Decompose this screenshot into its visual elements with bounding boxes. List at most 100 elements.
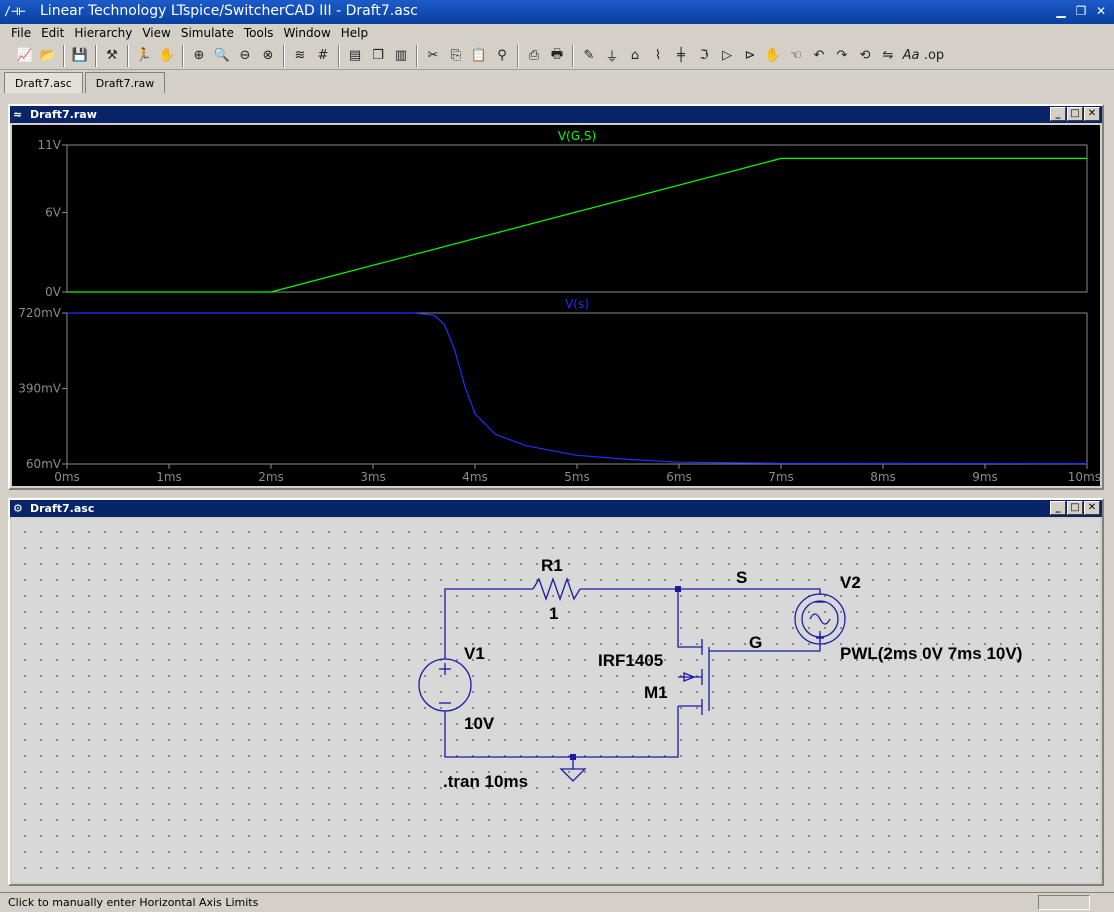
x-tick-label[interactable]: 3ms: [360, 470, 386, 484]
schematic-canvas[interactable]: R1 1 S G V2 PWL(2ms 0V 7ms 10V) V1 10V I…: [12, 519, 1100, 882]
spice-directive[interactable]: .tran 10ms: [443, 772, 528, 791]
label-icon[interactable]: ⌂: [630, 48, 640, 63]
component-icon[interactable]: ⊳: [744, 48, 756, 63]
save-icon[interactable]: 💾: [71, 48, 89, 63]
cut-icon[interactable]: ✂: [427, 48, 439, 63]
x-tick-label[interactable]: 10ms: [1068, 470, 1100, 484]
zoom-in-icon[interactable]: ⊕: [193, 48, 205, 63]
maximize-icon[interactable]: ❐: [1075, 4, 1087, 18]
menu-help[interactable]: Help: [340, 26, 369, 40]
tab-draft7-asc[interactable]: Draft7.asc: [4, 72, 83, 93]
ground-symbol[interactable]: [559, 768, 587, 782]
r1-name-label[interactable]: R1: [541, 556, 563, 575]
paste-icon[interactable]: 📋: [470, 48, 488, 63]
wires[interactable]: [444, 588, 821, 769]
rotate-icon[interactable]: ⟲: [859, 48, 871, 63]
diode-icon[interactable]: ▷: [722, 48, 732, 63]
plot-pane-frame[interactable]: [66, 144, 1088, 293]
wire-icon[interactable]: ✎: [583, 48, 595, 63]
schematic-icon: ⚙: [13, 502, 23, 515]
undo-icon[interactable]: ↶: [813, 48, 825, 63]
v1-value-label[interactable]: 10V: [464, 714, 495, 733]
trace-vs[interactable]: [67, 312, 1088, 465]
move-icon[interactable]: ✋: [764, 48, 782, 63]
close-icon[interactable]: ✕: [1084, 107, 1100, 121]
x-tick-label[interactable]: 4ms: [462, 470, 488, 484]
x-tick-label[interactable]: 8ms: [870, 470, 896, 484]
cascade-icon[interactable]: ❐: [372, 48, 384, 63]
v1-name-label[interactable]: V1: [464, 644, 485, 663]
menu-edit[interactable]: Edit: [41, 26, 65, 40]
v2-name-label[interactable]: V2: [840, 573, 861, 592]
control-panel-icon[interactable]: ⚒: [106, 48, 118, 63]
r1-value-label[interactable]: 1: [549, 604, 558, 623]
new-schematic-icon[interactable]: 📈: [16, 48, 34, 63]
copy-icon[interactable]: ⎘: [450, 48, 462, 63]
minimize-icon[interactable]: _: [1050, 501, 1066, 515]
menu-file[interactable]: File: [11, 26, 32, 40]
close-icon[interactable]: ✕: [1084, 501, 1100, 515]
x-tick-label[interactable]: 6ms: [666, 470, 692, 484]
mirror-icon[interactable]: ⇋: [882, 48, 894, 63]
x-tick-label[interactable]: 0ms: [54, 470, 80, 484]
redo-icon[interactable]: ↷: [836, 48, 848, 63]
zoom-out-icon[interactable]: ⊖: [239, 48, 251, 63]
restore-icon[interactable]: □: [1067, 107, 1083, 121]
mosfet-m1[interactable]: [678, 639, 730, 715]
tab-draft7-raw[interactable]: Draft7.raw: [84, 72, 166, 93]
trace-vgs[interactable]: [67, 157, 1087, 293]
trace-label[interactable]: V(G,S): [558, 129, 596, 143]
close-icon[interactable]: ✕: [1095, 4, 1107, 18]
resistor-r1[interactable]: [532, 577, 581, 601]
menu-hierarchy[interactable]: Hierarchy: [74, 26, 133, 40]
y-tick-label: 0V: [45, 285, 62, 299]
x-tick-label[interactable]: 7ms: [768, 470, 794, 484]
capacitor-icon[interactable]: ╪: [677, 48, 685, 63]
zoom-area-icon[interactable]: 🔍: [213, 48, 231, 63]
restore-icon[interactable]: □: [1067, 501, 1083, 515]
junction-dot: [570, 754, 576, 760]
plot-pane-frame[interactable]: [66, 312, 1088, 465]
ground-icon[interactable]: ⏚: [605, 50, 619, 65]
inductor-icon[interactable]: ℑ: [699, 48, 709, 63]
open-icon[interactable]: 📂: [39, 48, 57, 63]
run-icon[interactable]: 🏃: [135, 48, 153, 63]
waveform-window-titlebar[interactable]: ≈ Draft7.raw _ □ ✕: [10, 106, 1102, 123]
minimize-icon[interactable]: _: [1050, 107, 1066, 121]
minimize-icon[interactable]: ▁: [1056, 4, 1066, 18]
zoom-fit-icon[interactable]: ⊗: [262, 48, 274, 63]
x-tick-label[interactable]: 2ms: [258, 470, 284, 484]
grid-icon[interactable]: #: [317, 48, 329, 63]
x-tick-label[interactable]: 9ms: [972, 470, 998, 484]
schematic-window-titlebar[interactable]: ⚙ Draft7.asc _ □ ✕: [10, 500, 1102, 517]
find-icon[interactable]: ⚲: [497, 48, 507, 63]
m1-name-label[interactable]: M1: [644, 683, 668, 702]
y-tick-label: 720mV: [18, 306, 62, 320]
menu-window[interactable]: Window: [283, 26, 331, 40]
voltage-source-v2[interactable]: [794, 593, 846, 645]
tile-vertical-icon[interactable]: ▥: [394, 48, 408, 63]
drag-icon[interactable]: ☜: [790, 48, 802, 63]
autorange-icon[interactable]: ≋: [294, 48, 306, 63]
net-label-s[interactable]: S: [736, 568, 747, 587]
v2-value-label[interactable]: PWL(2ms 0V 7ms 10V): [840, 644, 1022, 663]
tile-horizontal-icon[interactable]: ▤: [348, 48, 362, 63]
menu-tools[interactable]: Tools: [243, 26, 274, 40]
menu-simulate[interactable]: Simulate: [180, 26, 234, 40]
print-icon[interactable]: 🖶: [550, 46, 564, 62]
x-tick-label[interactable]: 5ms: [564, 470, 590, 484]
print-setup-icon[interactable]: ⎙: [528, 48, 540, 63]
menu-view[interactable]: View: [142, 26, 171, 40]
x-tick-label[interactable]: 1ms: [156, 470, 182, 484]
spice-directive-icon[interactable]: .op: [923, 48, 945, 63]
halt-icon[interactable]: ✋: [158, 48, 176, 63]
text-icon[interactable]: Aa: [902, 48, 920, 63]
net-label-g[interactable]: G: [749, 633, 762, 652]
resistor-icon[interactable]: ⌇: [654, 48, 662, 63]
voltage-source-v1[interactable]: [418, 635, 472, 712]
m1-model-label[interactable]: IRF1405: [598, 651, 663, 670]
trace-label[interactable]: V(s): [565, 297, 589, 311]
